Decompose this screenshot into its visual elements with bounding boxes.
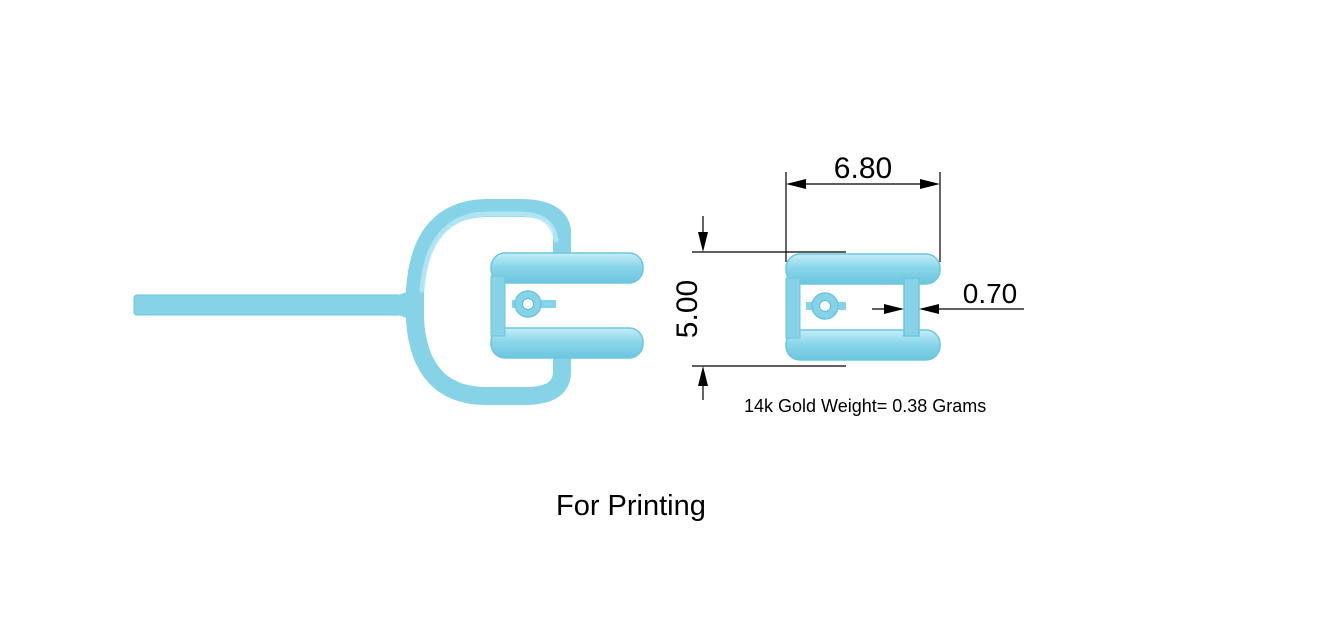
dimension-height-label: 5.00 xyxy=(671,280,704,338)
front-eyelet-hole xyxy=(819,300,831,312)
clasp-front-right-post xyxy=(903,277,920,337)
clasp-front-view xyxy=(785,253,941,361)
clasp-with-sprue-view xyxy=(133,199,644,405)
dimension-wall-label: 0.70 xyxy=(963,278,1018,309)
clasp-bottom-bar xyxy=(490,327,644,359)
dimension-height: 5.00 xyxy=(671,216,846,400)
d-loop xyxy=(406,199,571,405)
dimension-wall: 0.70 xyxy=(872,278,1024,314)
dimension-width-label: 6.80 xyxy=(834,152,892,185)
clasp-top-bar xyxy=(490,252,644,284)
weight-label: 14k Gold Weight= 0.38 Grams xyxy=(744,396,987,416)
dimension-width: 6.80 xyxy=(785,152,941,262)
eyelet-hole xyxy=(522,298,534,310)
caption-title: For Printing xyxy=(556,490,706,522)
clasp-front-left-arm xyxy=(785,277,801,339)
clasp-front-top-bar xyxy=(785,253,941,285)
d-loop-highlight xyxy=(419,211,559,293)
clasp-side-arm xyxy=(490,275,506,337)
sprue-wire xyxy=(133,294,413,316)
clasp-front-bottom-bar xyxy=(785,329,941,361)
